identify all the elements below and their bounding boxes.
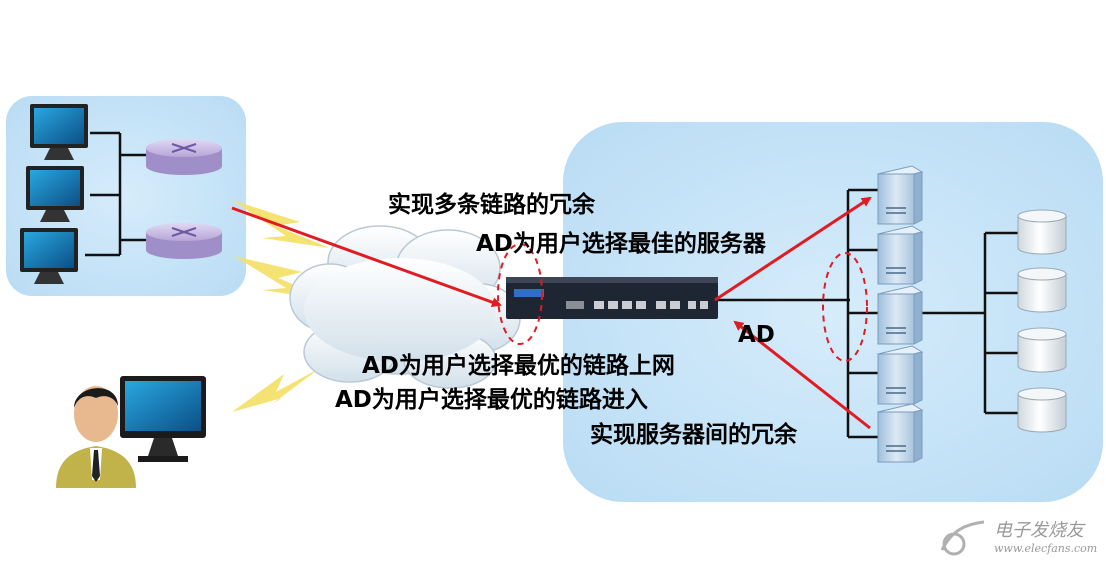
- link-lightning-icon: [232, 368, 320, 412]
- storage-icon: [1017, 267, 1067, 313]
- monitor-icon: [30, 104, 88, 160]
- watermark-logo-icon: [940, 520, 985, 556]
- monitor-icon: [26, 166, 84, 222]
- link-lightning-icon: [234, 256, 330, 300]
- link-lightning-icon: [232, 200, 330, 248]
- router-icon: [146, 223, 222, 259]
- server-icon: [876, 403, 924, 463]
- storage-icon: [1017, 327, 1067, 373]
- watermark-url: www.elecfans.com: [994, 542, 1098, 555]
- label-best-link-in: AD为用户选择最优的链路进入: [335, 387, 648, 413]
- storage-icon: [1017, 387, 1067, 433]
- server-redundancy-marker: [822, 252, 868, 362]
- label-device-ad: AD: [738, 322, 775, 348]
- watermark: 电子发烧友 www.elecfans.com: [936, 514, 1102, 562]
- user-monitor-icon: [120, 376, 206, 462]
- from-server-arrow: [733, 320, 871, 430]
- ad-appliance-icon: [506, 277, 718, 319]
- monitor-icon: [20, 228, 78, 284]
- cloud-fill: [304, 258, 496, 362]
- label-best-server: AD为用户选择最佳的服务器: [476, 231, 766, 257]
- label-redundancy-links: 实现多条链路的冗余: [388, 192, 595, 218]
- client-wiring: [85, 131, 148, 257]
- server-icon: [876, 165, 924, 225]
- server-zone: [563, 122, 1103, 502]
- server-wiring: [846, 188, 1020, 439]
- server-icon: [876, 345, 924, 405]
- user-avatar-icon: [56, 386, 136, 488]
- storage-icon: [1017, 209, 1067, 255]
- router-icon: [146, 139, 222, 175]
- label-server-redundancy: 实现服务器间的冗余: [590, 422, 797, 448]
- watermark-brand: 电子发烧友: [994, 520, 1084, 541]
- label-best-link-out: AD为用户选择最优的链路上网: [362, 353, 675, 379]
- to-server-arrow: [714, 196, 872, 302]
- link-redundancy-marker: [497, 243, 543, 345]
- server-icon: [876, 225, 924, 285]
- inbound-arrow: [231, 206, 502, 307]
- server-icon: [876, 285, 924, 345]
